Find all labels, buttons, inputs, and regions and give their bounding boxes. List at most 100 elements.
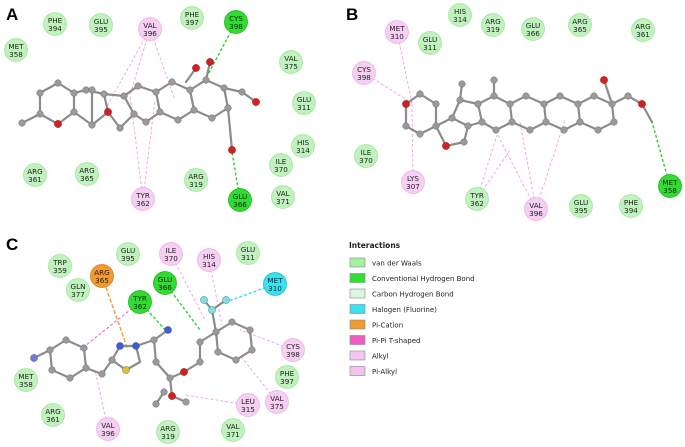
- residue-number: 396: [101, 429, 115, 438]
- oxygen-atom: [402, 100, 410, 108]
- residue-name: GLU: [121, 246, 135, 255]
- residue-disc: [224, 10, 248, 34]
- carbon-atom: [212, 328, 220, 336]
- residue-number: 375: [270, 402, 284, 411]
- legend-item: van der Waals: [349, 257, 422, 268]
- carbon-atom: [508, 118, 516, 126]
- residue-disc: [75, 162, 99, 186]
- carbon-atom: [224, 104, 232, 112]
- residue-name: GLU: [94, 17, 108, 26]
- carbon-atom: [186, 86, 194, 94]
- residue-disc: [448, 3, 472, 27]
- residue-name: ARG: [635, 22, 650, 31]
- residue-name: GLU: [574, 198, 588, 207]
- carbon-atom: [246, 326, 254, 334]
- residue-name: MET: [18, 372, 34, 381]
- residue-disc: [221, 418, 245, 442]
- residue-number: 359: [53, 266, 67, 275]
- legend-item: Alkyl: [349, 350, 389, 361]
- residue-disc: [524, 197, 548, 221]
- carbon-atom: [166, 374, 174, 382]
- carbon-atom: [560, 126, 568, 134]
- residue-number: 361: [28, 175, 42, 184]
- residue-name: ARG: [45, 407, 60, 416]
- carbon-atom: [66, 374, 74, 382]
- residue-disc: [568, 13, 592, 37]
- fluorine-atom: [200, 296, 208, 304]
- carbon-atom: [556, 92, 564, 100]
- residue-number: 371: [226, 430, 240, 439]
- legend-swatch: [349, 257, 366, 268]
- carbon-atom: [624, 92, 632, 100]
- ligand-molecules: [20, 60, 654, 406]
- residue-disc: [401, 170, 425, 194]
- carbon-atom: [36, 110, 44, 118]
- carbon-atom: [574, 100, 582, 108]
- carbon-atom: [54, 79, 62, 87]
- legend-item: Pi-Cation: [349, 319, 403, 330]
- carbon-atom: [522, 92, 530, 100]
- carbon-atom: [168, 78, 176, 86]
- residue-number: 365: [95, 276, 109, 285]
- residue-name: ILE: [276, 157, 287, 166]
- panel-letter-c: C: [6, 235, 18, 254]
- residue-number: 311: [297, 103, 311, 112]
- carbon-atom: [432, 100, 440, 108]
- legend-swatch: [349, 304, 366, 314]
- residue-name: ARG: [160, 424, 175, 433]
- residue-disc: [43, 12, 67, 36]
- carbon-atom: [590, 92, 598, 100]
- residue-name: PHE: [280, 369, 295, 378]
- residue-name: CYS: [286, 342, 300, 351]
- alkyl-line: [411, 102, 414, 183]
- carbon-atom: [608, 100, 616, 108]
- hbond-line: [231, 151, 241, 201]
- residue-name: VAL: [529, 201, 542, 210]
- residue-name: CYS: [229, 14, 243, 23]
- residue-number: 366: [158, 283, 172, 292]
- residue-disc: [619, 194, 643, 218]
- residue-number: 395: [574, 206, 588, 215]
- carbon-atom: [490, 92, 498, 100]
- alkyl-line: [363, 72, 413, 104]
- residue-name: PHE: [185, 10, 200, 19]
- carbon-atom: [220, 84, 228, 92]
- ligand-a: [20, 60, 258, 152]
- carbon-atom: [156, 108, 164, 116]
- carbon-atom: [46, 346, 54, 354]
- oxygen-atom: [54, 120, 62, 128]
- residue-number: 358: [663, 186, 677, 195]
- residue-name: VAL: [284, 54, 297, 63]
- carbon-atom: [116, 124, 124, 132]
- legend-title: Interactions: [349, 241, 401, 250]
- carbon-atom: [542, 118, 550, 126]
- residue-number: 366: [526, 29, 540, 38]
- carbon-atom: [120, 92, 128, 100]
- residue-number: 310: [390, 32, 404, 41]
- residue-disc: [265, 390, 289, 414]
- residue-disc: [275, 365, 299, 389]
- residue-disc: [281, 338, 305, 362]
- legend-swatch: [349, 319, 366, 330]
- residue-number: 377: [71, 290, 85, 299]
